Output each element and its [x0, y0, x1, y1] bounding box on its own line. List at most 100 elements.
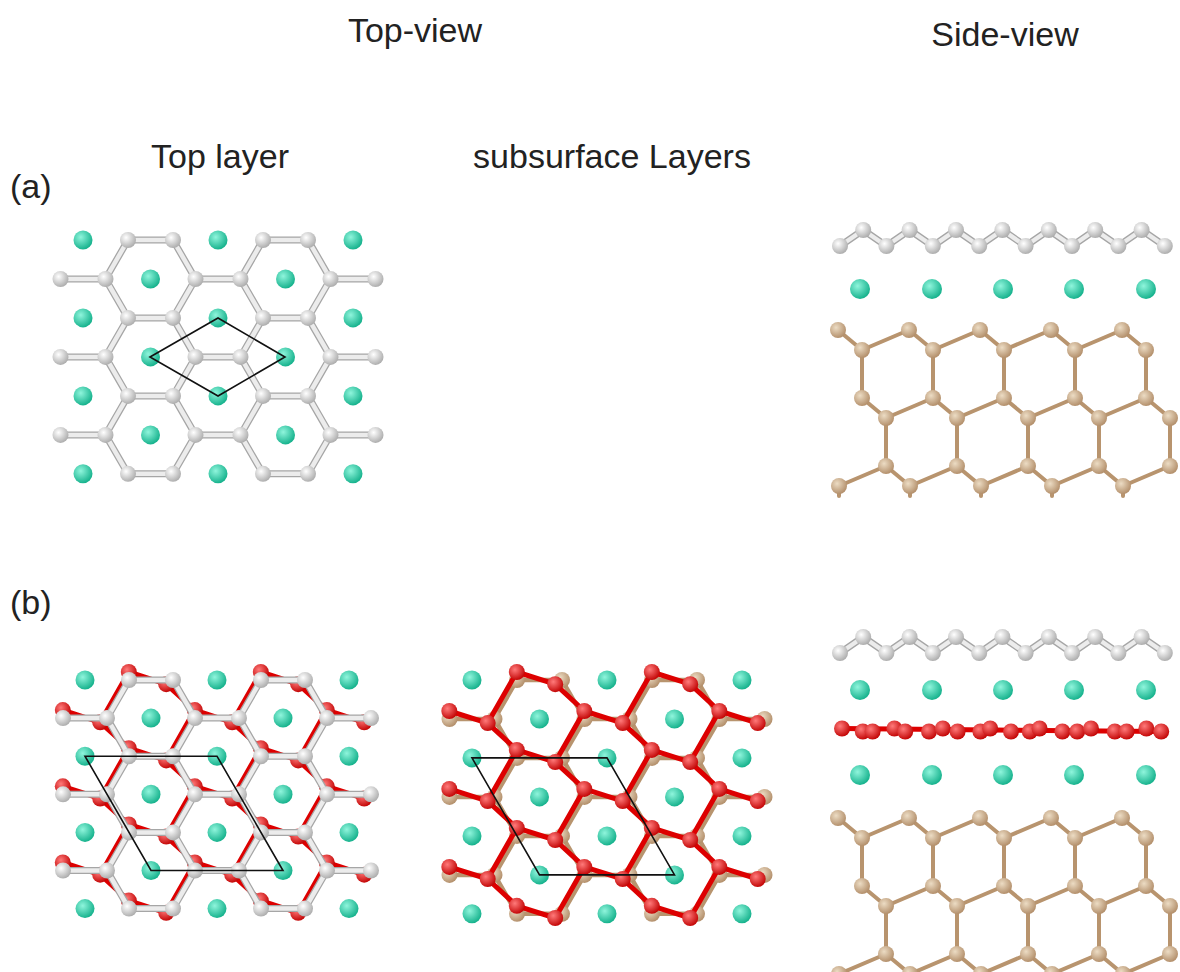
- grey-atom: [319, 710, 335, 726]
- teal-atom: [208, 899, 227, 918]
- tan-atom: [949, 898, 965, 914]
- side-view-a: [830, 222, 1178, 496]
- red-atom: [865, 724, 881, 740]
- teal-atom: [733, 904, 752, 923]
- teal-atom: [1136, 680, 1156, 700]
- tan-atom: [925, 390, 941, 406]
- grey-atom: [1110, 238, 1126, 254]
- teal-atom: [76, 899, 95, 918]
- teal-atom: [922, 680, 942, 700]
- grey-atom: [300, 310, 316, 326]
- tan-atom: [1138, 830, 1154, 846]
- grey-atom: [121, 901, 137, 917]
- red-atom: [1083, 721, 1099, 737]
- red-bond: [690, 867, 719, 918]
- tan-atom: [1020, 946, 1036, 962]
- grey-atom: [99, 863, 115, 879]
- teal-atom: [74, 231, 93, 250]
- red-atom: [480, 871, 496, 887]
- grey-atom: [187, 710, 203, 726]
- panel-label: (b): [10, 582, 52, 623]
- grey-atom: [253, 901, 269, 917]
- red-atom: [1138, 721, 1154, 737]
- tan-atom: [972, 322, 988, 338]
- teal-atom: [665, 710, 684, 729]
- grey-atom: [1064, 238, 1080, 254]
- unit-cell: [85, 756, 283, 870]
- teal-atom: [76, 671, 95, 690]
- grey-atom: [323, 271, 339, 287]
- red-atom: [615, 871, 631, 887]
- teal-atom: [922, 279, 942, 299]
- grey-atom: [297, 824, 313, 840]
- grey-atom: [55, 710, 71, 726]
- teal-atom: [340, 747, 359, 766]
- teal-atom: [1064, 279, 1084, 299]
- grey-atom: [323, 349, 339, 365]
- tan-atom: [1067, 390, 1083, 406]
- red-atom: [1069, 724, 1085, 740]
- teal-atom: [463, 904, 482, 923]
- grey-atom: [120, 310, 136, 326]
- grey-atom: [1110, 645, 1126, 661]
- grey-atom: [99, 710, 115, 726]
- tan-atom: [902, 478, 918, 494]
- grey-atom: [188, 271, 204, 287]
- teal-atom: [922, 765, 942, 785]
- grey-atom: [55, 786, 71, 802]
- teal-atom: [463, 671, 482, 690]
- tan-atom: [1115, 966, 1131, 972]
- view-heading: Side-view: [931, 14, 1078, 55]
- grey-atom: [120, 466, 136, 482]
- panel-label: (a): [10, 166, 52, 207]
- side-view-b: [830, 629, 1178, 972]
- teal-atom: [208, 823, 227, 842]
- red-bond: [690, 789, 719, 840]
- teal-atom: [76, 823, 95, 842]
- unit-cell: [150, 318, 285, 396]
- red-atom: [750, 715, 766, 731]
- red-atom: [441, 859, 457, 875]
- tan-atom: [925, 830, 941, 846]
- red-bond: [690, 711, 719, 762]
- tan-atom: [996, 830, 1012, 846]
- teal-atom: [733, 826, 752, 845]
- red-atom: [615, 715, 631, 731]
- column-heading: subsurface Layers: [473, 136, 751, 177]
- grey-atom: [98, 427, 114, 443]
- red-atom: [547, 910, 563, 926]
- view-heading: Top-view: [348, 10, 482, 51]
- grey-atom: [255, 310, 271, 326]
- red-atom: [935, 721, 951, 737]
- top-layer-view-b: [55, 664, 379, 921]
- grey-atom: [297, 901, 313, 917]
- grey-atom: [121, 672, 137, 688]
- red-bond: [488, 672, 517, 723]
- red-atom: [834, 721, 850, 737]
- grey-atom: [53, 427, 69, 443]
- tan-atom: [878, 410, 894, 426]
- red-atom: [711, 781, 727, 797]
- teal-atom: [142, 709, 161, 728]
- tan-atom: [902, 966, 918, 972]
- grey-atom: [1087, 222, 1103, 238]
- teal-atom: [665, 787, 684, 806]
- tan-atom: [1067, 830, 1083, 846]
- teal-atom: [340, 823, 359, 842]
- grey-atom: [120, 232, 136, 248]
- grey-atom: [255, 388, 271, 404]
- teal-atom: [142, 785, 161, 804]
- tan-atom: [1020, 410, 1036, 426]
- grey-atom: [253, 748, 269, 764]
- tan-atom: [901, 322, 917, 338]
- teal-atom: [340, 899, 359, 918]
- grey-atom: [53, 349, 69, 365]
- tan-atom: [1067, 342, 1083, 358]
- red-atom: [711, 703, 727, 719]
- tan-atom: [1044, 478, 1060, 494]
- teal-atom: [344, 464, 363, 483]
- teal-atom: [850, 765, 870, 785]
- red-atom: [682, 676, 698, 692]
- red-atom: [711, 859, 727, 875]
- teal-atom: [733, 671, 752, 690]
